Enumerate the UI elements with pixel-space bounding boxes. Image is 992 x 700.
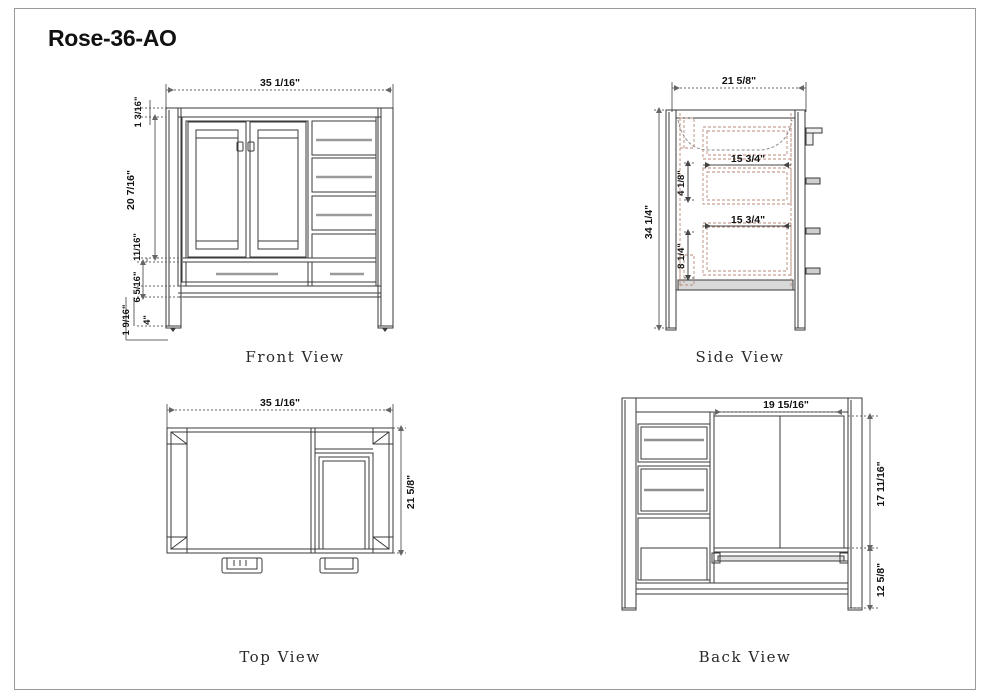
label-front-view: Front View [245, 348, 345, 366]
label-back-view: Back View [698, 648, 792, 666]
page-border [14, 8, 976, 690]
label-top-view: Top View [239, 648, 321, 666]
page-title: Rose-36-AO [48, 25, 177, 51]
label-side-view: Side View [695, 348, 785, 366]
